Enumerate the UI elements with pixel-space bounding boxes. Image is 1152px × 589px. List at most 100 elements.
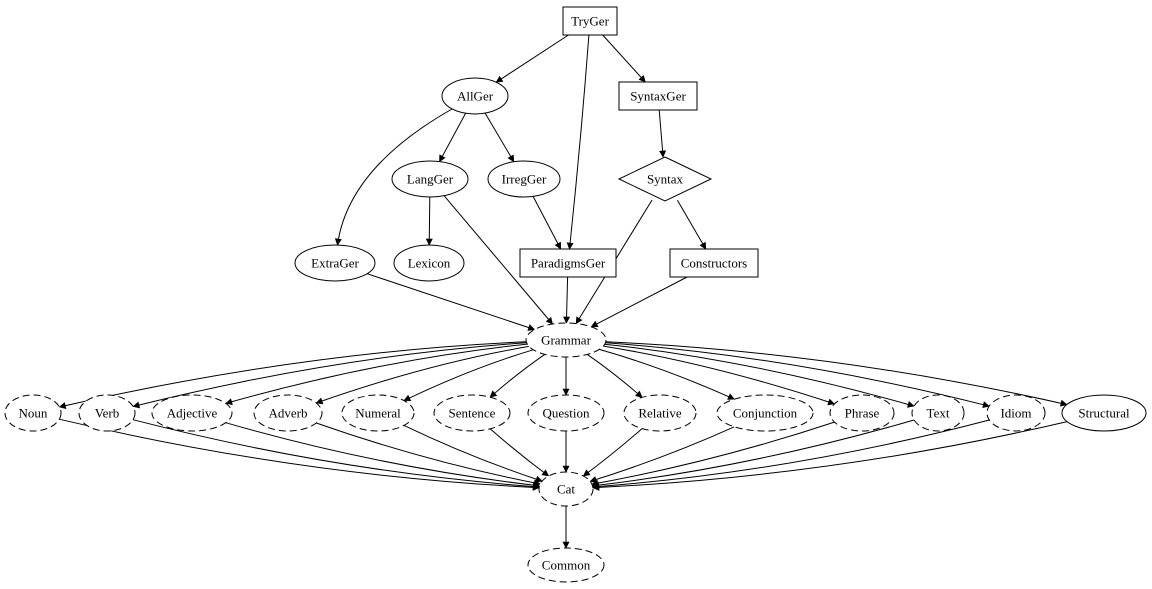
edge-tryger-syntaxger <box>602 34 646 83</box>
ellipse-shape <box>487 160 561 198</box>
edge-grammar-adverb <box>315 345 529 405</box>
node-grammar: Grammar <box>525 322 607 358</box>
edge-grammar-numeral <box>403 349 534 402</box>
edge-conjunction-cat <box>589 426 735 483</box>
node-sentence: Sentence <box>433 394 511 432</box>
node-common: Common <box>527 547 605 583</box>
node-label: Question <box>543 405 590 420</box>
ellipse-shape <box>829 394 895 432</box>
ellipse-shape <box>623 394 697 432</box>
node-label: Adverb <box>269 405 308 420</box>
node-label: Numeral <box>355 405 401 420</box>
node-label: Idiom <box>1000 405 1031 420</box>
ellipse-shape <box>527 394 605 432</box>
edge-langger-grammar <box>443 195 553 325</box>
node-label: Adjective <box>167 405 218 420</box>
ellipse-shape <box>911 394 965 432</box>
box-shape <box>618 81 698 111</box>
node-noun: Noun <box>4 394 62 432</box>
node-syntaxger: SyntaxGer <box>618 81 698 111</box>
node-label: Phrase <box>845 405 880 420</box>
node-idiom: Idiom <box>986 394 1046 432</box>
edge-idiom-cat <box>592 419 990 491</box>
edge-langger-lexicon <box>425 196 433 246</box>
ellipse-shape <box>78 394 136 432</box>
node-label: Syntax <box>647 171 684 186</box>
node-label: Noun <box>19 405 48 420</box>
node-text: Text <box>911 394 965 432</box>
node-langger: LangGer <box>391 160 469 198</box>
ellipse-shape <box>716 394 814 432</box>
node-label: ParadigmsGer <box>531 255 606 270</box>
edge-grammar-relative <box>586 353 643 398</box>
ellipse-shape <box>341 394 415 432</box>
node-relative: Relative <box>623 394 697 432</box>
ellipse-shape <box>433 394 511 432</box>
edge-adverb-cat <box>316 422 541 487</box>
node-tryger: TryGer <box>562 6 618 36</box>
edge-sentence-cat <box>489 428 550 477</box>
box-shape <box>669 248 759 278</box>
node-label: Constructors <box>681 255 747 270</box>
edge-text-cat <box>591 419 915 489</box>
node-constructors: Constructors <box>669 248 759 278</box>
diamond-shape <box>617 156 713 202</box>
ellipse-shape <box>538 471 594 507</box>
ellipse-shape <box>527 547 605 583</box>
edge-grammar-sentence <box>489 353 546 398</box>
node-syntax: Syntax <box>617 156 713 202</box>
edge-grammar-adjective <box>225 343 528 406</box>
node-label: Verb <box>95 405 120 420</box>
node-label: Text <box>927 405 950 420</box>
edge-grammar-idiom <box>605 342 990 409</box>
node-question: Question <box>527 394 605 432</box>
ellipse-shape <box>525 322 607 358</box>
ellipse-shape <box>391 160 469 198</box>
edge-verb-cat <box>132 419 540 491</box>
edge-grammar-noun <box>58 341 527 410</box>
ellipse-shape <box>294 244 376 282</box>
edge-grammar-structural <box>605 341 1068 407</box>
edge-syntax-constructors <box>676 199 707 250</box>
node-label: Sentence <box>449 405 496 420</box>
node-label: Cat <box>557 481 575 496</box>
edge-grammar-phrase <box>603 345 836 406</box>
node-label: Grammar <box>541 332 591 347</box>
node-label: TryGer <box>571 13 609 28</box>
edge-extrager-grammar <box>366 273 536 331</box>
node-cat: Cat <box>538 471 594 507</box>
node-label: Relative <box>638 405 682 420</box>
node-paradigmsger: ParadigmsGer <box>519 248 617 278</box>
node-label: SyntaxGer <box>630 88 686 103</box>
edge-adjective-cat <box>225 422 541 489</box>
node-label: LangGer <box>407 171 454 186</box>
edges-layer <box>58 34 1068 549</box>
ellipse-shape <box>1061 394 1147 432</box>
edge-noun-cat <box>59 418 540 491</box>
node-phrase: Phrase <box>829 394 895 432</box>
edge-numeral-cat <box>403 424 543 483</box>
node-numeral: Numeral <box>341 394 415 432</box>
node-label: Conjunction <box>733 405 798 420</box>
node-label: Structural <box>1078 405 1130 420</box>
node-label: Lexicon <box>408 255 451 270</box>
ellipse-shape <box>151 394 233 432</box>
box-shape <box>519 248 617 278</box>
node-irregger: IrregGer <box>487 160 561 198</box>
ellipse-shape <box>986 394 1046 432</box>
edge-syntaxger-syntax <box>658 109 667 158</box>
ellipse-shape <box>393 244 465 282</box>
node-adverb: Adverb <box>253 394 323 432</box>
node-label: ExtraGer <box>311 255 359 270</box>
node-label: Common <box>542 557 591 572</box>
edge-tryger-paradigmsger <box>566 34 590 250</box>
edge-grammar-conjunction <box>599 348 735 400</box>
node-verb: Verb <box>78 394 136 432</box>
ellipse-shape <box>4 394 62 432</box>
edge-allger-langger <box>439 113 467 163</box>
ellipse-shape <box>253 394 323 432</box>
node-lexicon: Lexicon <box>393 244 465 282</box>
